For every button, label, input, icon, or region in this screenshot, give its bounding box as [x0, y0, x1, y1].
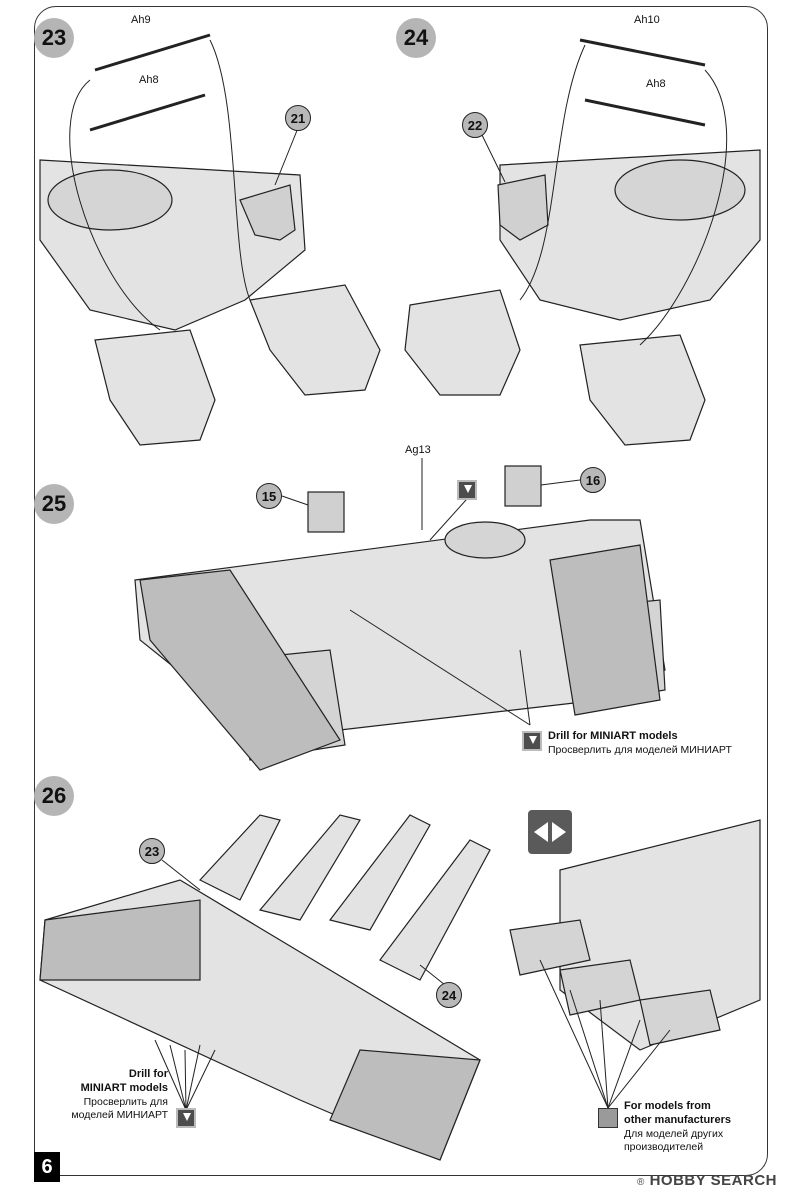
step26-track-left — [39, 899, 201, 981]
step-number-25: 25 — [34, 484, 74, 524]
callout-16: 16 — [580, 467, 606, 493]
step25-hatch — [444, 521, 526, 559]
step26-track-right — [329, 1049, 481, 1161]
page-number: 6 — [34, 1152, 60, 1182]
drill-icon-step25-top — [457, 480, 477, 500]
other-note-ru-2: производителей — [624, 1140, 704, 1153]
step23-lamp — [239, 184, 296, 241]
step26-arm-4 — [379, 839, 491, 981]
step25-track-left — [139, 569, 341, 771]
step26-drill-note-en-2: MINIART models — [80, 1081, 168, 1094]
step24-bogie-right — [579, 334, 706, 446]
step26-drill-note-ru-1: Просверлить для — [83, 1095, 168, 1108]
step26-drill-note: Drill for MINIART models Просверлить для… — [58, 1068, 168, 1122]
watermark-text: HOBBY SEARCH — [649, 1172, 777, 1189]
drill-icon-step25-note — [522, 731, 542, 751]
step24-bogie-left — [404, 289, 521, 396]
step24-lamp — [497, 174, 549, 241]
step26-arm-1 — [199, 814, 281, 901]
step25-bracket-15 — [307, 491, 345, 533]
drill-icon-step26 — [176, 1108, 196, 1128]
step26-drill-note-ru-2: моделей МИНИАРТ — [71, 1108, 168, 1121]
callout-22: 22 — [462, 112, 488, 138]
callout-21: 21 — [285, 105, 311, 131]
callout-23-step26: 23 — [139, 838, 165, 864]
step-number-23: 23 — [34, 18, 74, 58]
step26-right-bogie-3 — [639, 989, 721, 1046]
alternative-icon — [528, 810, 572, 854]
part-label-ah10: Ah10 — [634, 14, 660, 26]
other-manufacturers-note: For models from other manufacturers Для … — [624, 1100, 731, 1154]
step25-drill-note-ru: Просверлить для моделей МИНИАРТ — [548, 743, 732, 756]
other-note-en-1: For models from — [624, 1100, 711, 1112]
step26-arm-2 — [258, 814, 361, 921]
callout-15: 15 — [256, 483, 282, 509]
watermark-symbol: ® — [637, 1177, 645, 1188]
step-number-24: 24 — [396, 18, 436, 58]
part-label-ah8-left: Ah8 — [139, 74, 159, 86]
other-manufacturer-icon — [598, 1108, 618, 1128]
part-label-ah8-right: Ah8 — [646, 78, 666, 90]
step-number-26: 26 — [34, 776, 74, 816]
step25-drill-note: Drill for MINIART models Просверлить для… — [548, 730, 732, 757]
watermark: ® HOBBY SEARCH — [637, 1172, 777, 1189]
step26-drill-note-en-1: Drill for — [128, 1068, 168, 1080]
other-note-ru-1: Для моделей других — [624, 1127, 724, 1140]
page-frame — [34, 6, 768, 1176]
part-label-ah9: Ah9 — [131, 14, 151, 26]
step25-drill-note-en: Drill for MINIART models — [548, 730, 678, 742]
step23-hatch — [47, 169, 173, 231]
step23-bogie-left — [94, 329, 216, 446]
callout-24-step26: 24 — [436, 982, 462, 1008]
step24-hatch — [614, 159, 746, 221]
step25-track-right — [549, 544, 661, 716]
step25-bracket-16 — [504, 465, 542, 507]
step26-right-bogie-1 — [509, 919, 591, 976]
step26-arm-3 — [328, 814, 431, 931]
step23-bogie-right — [249, 284, 381, 396]
part-label-ag13: Ag13 — [405, 444, 431, 456]
other-note-en-2: other manufacturers — [624, 1113, 731, 1126]
